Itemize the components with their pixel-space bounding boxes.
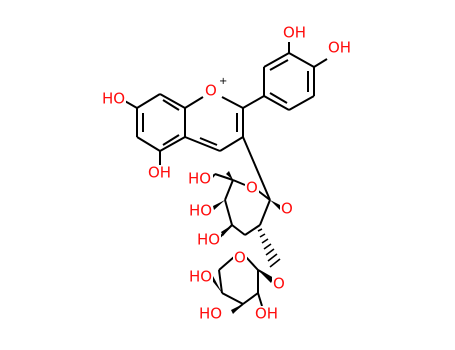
xylose-4-hydroxyl-label: HO (189, 268, 212, 286)
xylose-ring-bonds (210, 256, 273, 314)
hydroxyl-4prime-label: OH (328, 39, 351, 57)
catechol-ring-bonds (263, 42, 328, 111)
atom-labels: O + OH OH HO OH HO O O HO HO O O HO HO O… (101, 24, 353, 323)
pyrylium-oxygen-label: O (205, 82, 217, 100)
stereo-bonds (213, 171, 282, 268)
glucose-4-hydroxyl-label: HO (189, 202, 212, 220)
positive-charge-label: + (219, 76, 227, 87)
chromenylium-bonds (122, 93, 265, 165)
xylose-2-hydroxyl-label: OH (255, 305, 278, 323)
hydroxymethyl-oh-label: HO (188, 170, 211, 188)
glycosidic-oxygen-3-label: O (281, 200, 293, 218)
hydroxyl-5-label: OH (148, 164, 171, 182)
glucose-3-hydroxyl-label: HO (197, 231, 220, 249)
xylose-3-hydroxyl-label: HO (199, 305, 222, 323)
hydroxyl-7-label: HO (102, 90, 125, 108)
glucose-ring-oxygen-label: O (246, 179, 258, 197)
glycosidic-oxygen-2-label: O (273, 275, 285, 293)
glucose-ring-bonds (209, 136, 271, 238)
hydroxyl-3prime-label: OH (283, 24, 306, 42)
xylose-ring-oxygen-label: O (234, 249, 246, 267)
